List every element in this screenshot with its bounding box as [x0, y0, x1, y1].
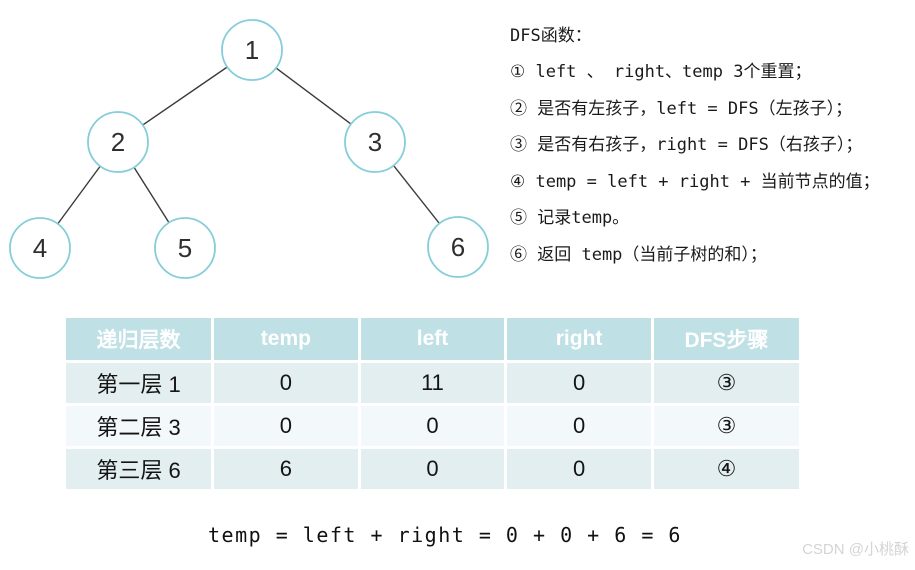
- dfs-step-line-2: ② 是否有左孩子，left = DFS（左孩子）；: [510, 98, 853, 119]
- tree-node-label-2: 2: [111, 127, 125, 157]
- tree-node-5: [154, 217, 216, 279]
- table-cell-r3-c3: 0: [359, 447, 508, 489]
- table-header-cell-5: DFS步骤: [652, 318, 799, 363]
- table-cell-r3-c2: 6: [212, 447, 361, 489]
- tree-node-2: [87, 111, 149, 173]
- table-header-cell-1: 递归层数: [66, 318, 215, 363]
- table-cell-r1-c1: 第一层 1: [66, 361, 215, 406]
- csdn-watermark: CSDN @小桃酥: [802, 541, 909, 558]
- table-header-cell-2: temp: [212, 318, 361, 363]
- table-cell-r2-c3: 0: [359, 404, 508, 449]
- tree-node-label-6: 6: [451, 232, 465, 262]
- table-cell-r3-c1: 第三层 6: [66, 447, 215, 489]
- tree-node-label-1: 1: [245, 35, 259, 65]
- steps-title: DFS函数：: [510, 25, 592, 46]
- binary-tree-diagram: 1 2 3 4 5 6: [9, 19, 489, 279]
- dfs-step-line-6: ⑥ 返回 temp（当前子树的和）；: [510, 244, 767, 265]
- table-header-cell-4: right: [505, 318, 654, 363]
- tree-node-3: [344, 111, 406, 173]
- table-cell-r1-c2: 0: [212, 361, 361, 406]
- tree-node-label-5: 5: [178, 233, 192, 263]
- table-cell-r1-c3: 11: [359, 361, 508, 406]
- dfs-step-line-5: ⑤ 记录temp。: [510, 208, 630, 229]
- table-cell-r1-c5: ③: [652, 361, 799, 406]
- tree-node-label-3: 3: [368, 127, 382, 157]
- dfs-step-line-3: ③ 是否有右孩子，right = DFS（右孩子）；: [510, 135, 863, 156]
- tree-node-6: [427, 216, 489, 278]
- tree-node-1: [221, 19, 283, 81]
- table-cell-r2-c5: ③: [652, 404, 799, 449]
- steps-lines: ① left 、 right、temp 3个重置； ② 是否有左孩子，left =…: [510, 52, 912, 271]
- table-header-cell-3: left: [359, 318, 508, 363]
- table-cell-r2-c1: 第二层 3: [66, 404, 215, 449]
- tree-node-4: [9, 217, 71, 279]
- dfs-step-line-4: ④ temp = left + right + 当前节点的值；: [510, 171, 880, 192]
- formula-text: temp = left + right = 0 + 0 + 6 = 6: [208, 523, 682, 547]
- table-cell-r2-c4: 0: [505, 404, 654, 449]
- tree-node-label-4: 4: [33, 233, 47, 263]
- table-cell-r3-c5: ④: [652, 447, 799, 489]
- dfs-steps-panel: DFS函数： ① left 、 right、temp 3个重置； ② 是否有左孩子…: [510, 15, 912, 271]
- dfs-step-line-1: ① left 、 right、temp 3个重置；: [510, 62, 812, 83]
- table-cell-r3-c4: 0: [505, 447, 654, 489]
- table-cell-r2-c2: 0: [212, 404, 361, 449]
- table-cell-r1-c4: 0: [505, 361, 654, 406]
